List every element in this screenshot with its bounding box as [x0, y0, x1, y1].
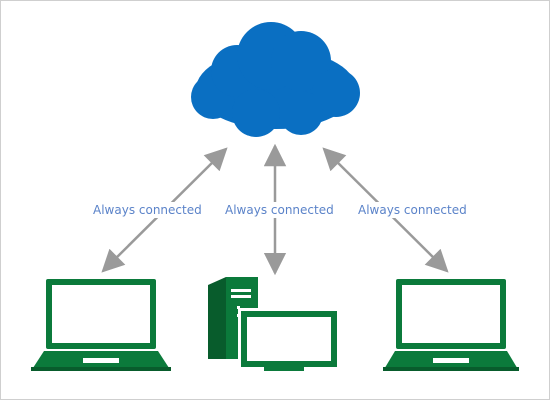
cloud-icon [191, 22, 360, 137]
left-laptop-icon [31, 279, 171, 371]
connection-label-right: Always connected [356, 202, 469, 218]
desktop-computer-icon [208, 277, 339, 371]
connection-label-center: Always connected [223, 202, 336, 218]
right-laptop-icon [383, 279, 519, 371]
connection-label-left: Always connected [91, 202, 204, 218]
